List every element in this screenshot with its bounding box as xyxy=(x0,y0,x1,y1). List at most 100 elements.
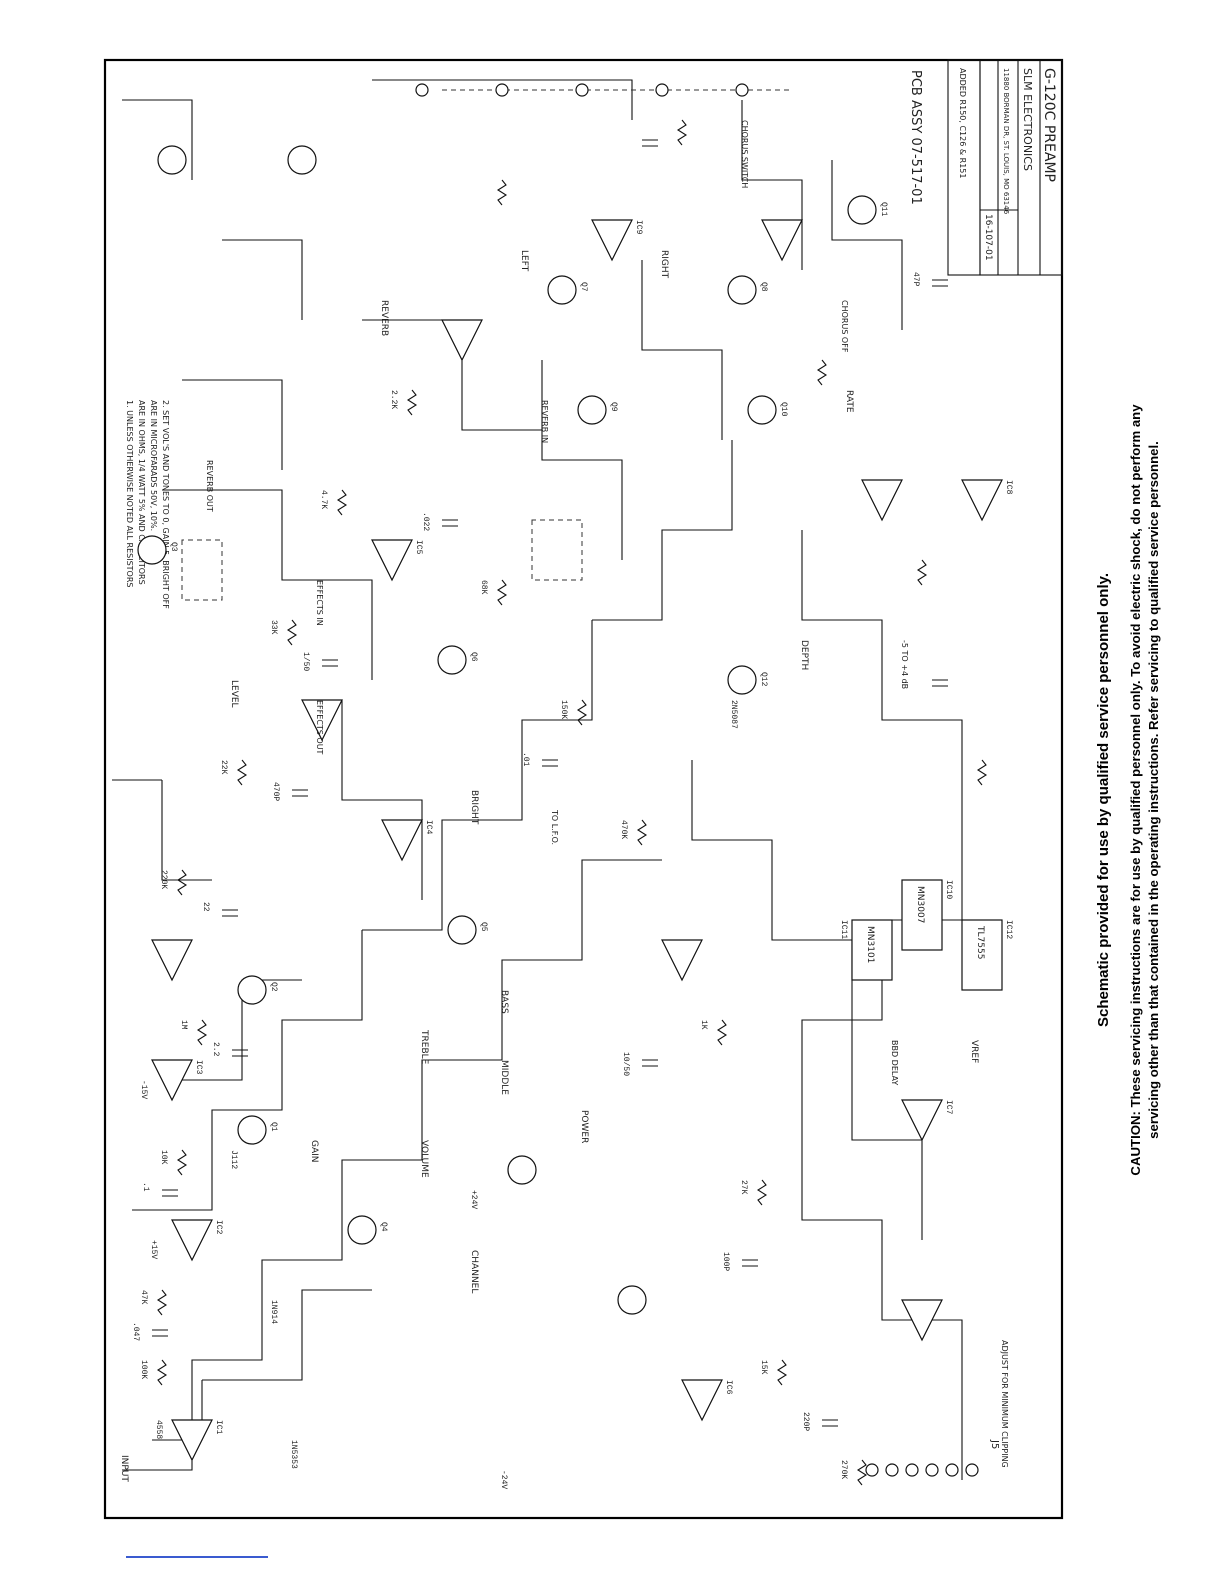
transistor-q12 xyxy=(727,665,757,695)
resistor xyxy=(406,389,418,416)
capacitor xyxy=(742,1259,758,1267)
revision-note: ADDED R150, C126 & R151 xyxy=(958,68,967,178)
label-tone-values: -5 TO +4 dB xyxy=(900,640,909,689)
part-label: IC12 xyxy=(1004,920,1013,939)
part-values: IC1 IC2 IC3 IC4 IC5 IC6 IC7 IC8 IC9 IC10… xyxy=(131,202,1013,1489)
resistor xyxy=(156,1359,168,1386)
label-middle: MIDDLE xyxy=(499,1060,509,1095)
opamp-ic3b xyxy=(301,699,343,742)
part-label: 68K xyxy=(479,580,488,595)
transistor-q1 xyxy=(237,1115,267,1145)
connector-pad xyxy=(905,1463,919,1477)
resistor xyxy=(286,619,298,646)
transistor-q15 xyxy=(157,145,187,175)
op-amps xyxy=(151,219,1003,1462)
part-label: 1K xyxy=(699,1020,708,1030)
capacitor xyxy=(232,1049,248,1057)
part-label: 1/50 xyxy=(301,652,310,671)
label-rate: RATE xyxy=(844,390,854,413)
part-label: IC7 xyxy=(944,1100,953,1115)
part-label: Q8 xyxy=(759,282,768,292)
resistor xyxy=(336,489,348,516)
capacitor xyxy=(932,279,948,287)
part-label: 47K xyxy=(139,1290,148,1305)
part-label: 27K xyxy=(739,1180,748,1195)
bbd-ic-label: MN3007 xyxy=(915,886,925,923)
note-line-2: ARE IN OHMS, 1/4 WATT 5% AND CAPACITORS xyxy=(137,400,146,585)
transistor-q9 xyxy=(577,395,607,425)
company-address: 11880 BORMAN DR, ST. LOUIS, MO 63146 xyxy=(1002,68,1010,215)
part-label: Q3 xyxy=(169,542,178,552)
timer-ic-label: TL7555 xyxy=(975,925,985,959)
part-label: 22K xyxy=(219,760,228,775)
transistor-q8 xyxy=(727,275,757,305)
part-label: IC11 xyxy=(839,920,848,939)
transistor-q3 xyxy=(137,535,167,565)
clock-ic-label: MN3101 xyxy=(865,926,875,963)
label-volume: VOLUME xyxy=(419,1140,429,1178)
part-label: 220P xyxy=(801,1412,810,1431)
drawing-title: G-120C PREAMP xyxy=(1041,68,1057,182)
opamp-ic7a xyxy=(901,1099,943,1142)
link-underline[interactable] xyxy=(126,1556,268,1558)
connector-pad xyxy=(945,1463,959,1477)
transistor-q5 xyxy=(447,915,477,945)
label-gain: GAIN xyxy=(309,1140,319,1163)
connector-pad xyxy=(965,1463,979,1477)
connector-pad xyxy=(885,1463,899,1477)
resistor xyxy=(856,1459,868,1486)
capacitor xyxy=(322,659,338,667)
rail-label: -24V xyxy=(499,1470,508,1489)
title-block: G-120C PREAMP SLM ELECTRONICS 11880 BORM… xyxy=(908,59,1063,276)
part-label: 100K xyxy=(139,1360,148,1379)
resistor xyxy=(636,819,648,846)
part-label: 22 xyxy=(201,902,210,912)
part-label: 4.7K xyxy=(319,490,328,509)
transistor-q13 xyxy=(617,1285,647,1315)
part-label: 15K xyxy=(759,1360,768,1375)
capacitor xyxy=(822,1419,838,1427)
resistor xyxy=(576,699,588,726)
resistors xyxy=(156,119,988,1486)
label-chorus-switch: CHORUS SWITCH xyxy=(740,120,749,188)
part-label: 33K xyxy=(269,620,278,635)
clock-ic11 xyxy=(851,919,893,981)
opamp-ic1a xyxy=(171,1419,213,1462)
part-label: .047 xyxy=(131,1322,140,1341)
drawing-number: 16-107-01 xyxy=(983,214,993,261)
part-label: Q12 xyxy=(759,672,768,687)
resistor xyxy=(716,1019,728,1046)
resistor xyxy=(176,1149,188,1176)
part-label: 10/50 xyxy=(621,1052,630,1076)
label-effects-out: EFFECTS OUT xyxy=(315,700,324,755)
resistor xyxy=(816,359,828,386)
part-label: 470P xyxy=(271,782,280,801)
label-reverb: REVERB xyxy=(379,300,389,336)
caution-line-1: CAUTION: These servicing instructions ar… xyxy=(1128,404,1143,1176)
label-input: INPUT xyxy=(119,1455,129,1482)
schematic-body: G-120C PREAMP SLM ELECTRONICS 11880 BORM… xyxy=(112,59,1063,1489)
transistor-q6 xyxy=(437,645,467,675)
rail-label: -15V xyxy=(139,1080,148,1099)
label-adjust: ADJUST FOR MINIMUM CLIPPING xyxy=(1000,1340,1009,1468)
part-label: 1M xyxy=(179,1020,188,1030)
label-effects-in: EFFECTS IN xyxy=(315,580,324,626)
opamp-ic2a xyxy=(151,1059,193,1102)
part-label: Q11 xyxy=(879,202,888,217)
opamp-ic5a xyxy=(681,1379,723,1422)
label-vref: VREF xyxy=(969,1040,979,1063)
label-treble: TREBLE xyxy=(419,1029,429,1065)
capacitor xyxy=(162,1189,178,1197)
part-label: 100P xyxy=(721,1252,730,1271)
footer-text: Schematic provided for use by qualified … xyxy=(1095,573,1112,1027)
part-label: 470K xyxy=(619,820,628,839)
part-label: 1N5353 xyxy=(289,1440,298,1469)
label-power: POWER xyxy=(579,1110,589,1143)
capacitor xyxy=(542,759,558,767)
part-label: 1N914 xyxy=(269,1300,278,1324)
note-line-4: 2. SET VOL'S AND TONES TO 0, GAIN 5, BRI… xyxy=(161,400,170,609)
part-label: 4558 xyxy=(154,1420,163,1439)
part-label: IC5 xyxy=(414,540,423,555)
wiring xyxy=(112,79,963,1480)
